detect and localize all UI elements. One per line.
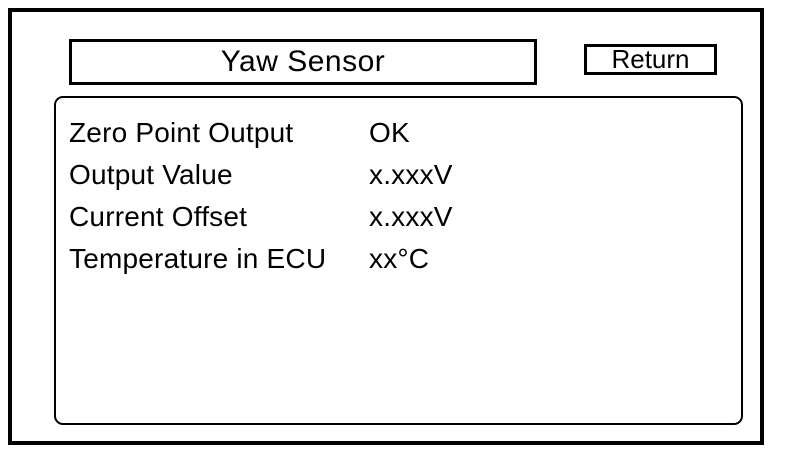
sensor-data-panel: Zero Point Output OK Output Value x.xxxV… <box>54 96 743 425</box>
table-row: Current Offset x.xxxV <box>69 196 741 238</box>
table-row: Temperature in ECU xx°C <box>69 238 741 280</box>
row-label-zero-point-output: Zero Point Output <box>69 117 294 148</box>
table-row: Output Value x.xxxV <box>69 154 741 196</box>
row-label-current-offset: Current Offset <box>69 201 248 232</box>
row-value-current-offset: x.xxxV <box>369 201 453 232</box>
row-label-temperature-in-ecu: Temperature in ECU <box>69 243 327 274</box>
return-button[interactable]: Return <box>584 44 717 75</box>
outer-frame: Yaw Sensor Return Zero Point Output OK O… <box>8 8 764 445</box>
title-box: Yaw Sensor <box>69 39 537 85</box>
page-title: Yaw Sensor <box>220 45 386 78</box>
row-label-output-value: Output Value <box>69 159 233 190</box>
row-value-zero-point-output: OK <box>369 117 410 148</box>
row-value-temperature-in-ecu: xx°C <box>369 243 430 274</box>
table-row: Zero Point Output OK <box>69 112 741 154</box>
row-value-output-value: x.xxxV <box>369 159 453 190</box>
